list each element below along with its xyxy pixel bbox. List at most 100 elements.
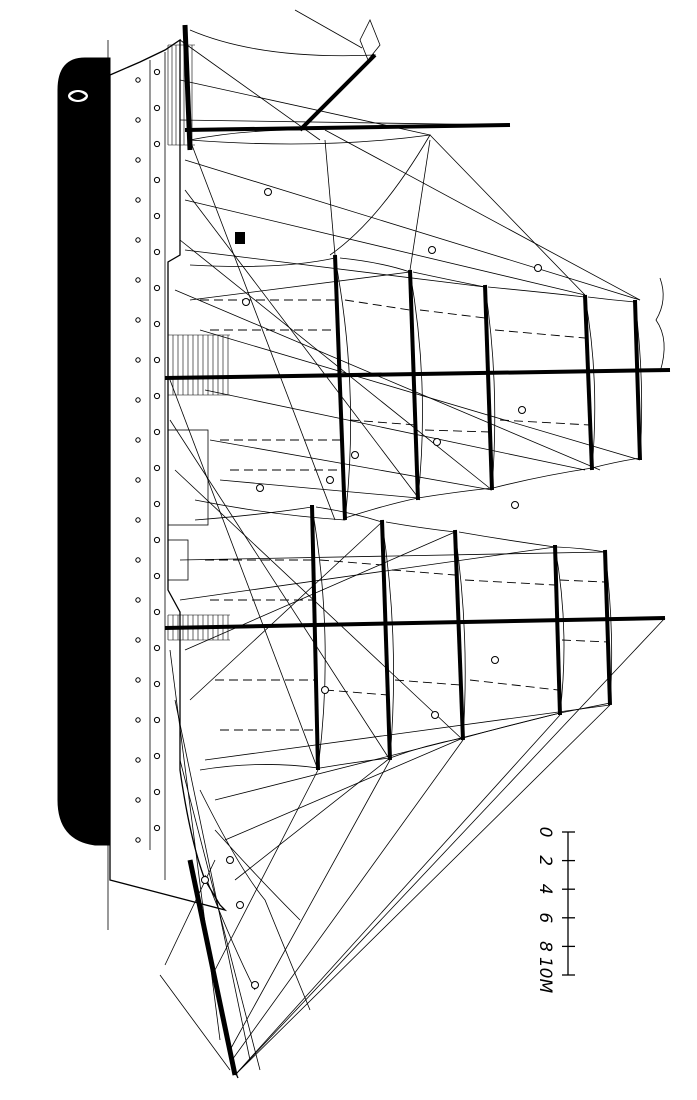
rigging-line	[231, 739, 464, 1061]
rigging-block	[431, 711, 439, 719]
rigging-block	[242, 298, 250, 306]
porthole-lower	[135, 157, 141, 163]
rigging-line	[189, 521, 383, 701]
spanker-flag	[359, 19, 381, 61]
rigging-line	[234, 757, 391, 881]
scale-label: 6	[535, 912, 555, 923]
rigging-line	[234, 704, 611, 1076]
main-topgallant	[412, 271, 496, 499]
rigging-line	[159, 974, 231, 1071]
rigging-line	[174, 289, 601, 471]
rigging-line	[204, 389, 586, 471]
reef-line	[561, 639, 609, 643]
fore-skysail-yard	[603, 549, 612, 706]
porthole-lower	[135, 357, 141, 363]
main-topsail	[339, 257, 423, 519]
rigging-line	[179, 551, 606, 561]
rigging-line	[224, 737, 464, 841]
fore-royal-yard	[553, 544, 562, 716]
porthole-lower	[135, 597, 141, 603]
porthole	[153, 104, 161, 112]
main-royal	[487, 286, 596, 489]
porthole-lower	[135, 317, 141, 323]
fore-topsail	[315, 506, 394, 769]
mizzen-mast-base	[182, 24, 193, 151]
fore-sail	[194, 506, 326, 771]
porthole	[153, 248, 161, 256]
reef-line	[559, 579, 606, 583]
porthole	[153, 716, 161, 724]
rigging-line	[409, 139, 431, 271]
rigging-line	[204, 704, 611, 761]
reef-line	[394, 679, 461, 686]
porthole-lower	[135, 77, 141, 83]
fore-skysail	[556, 546, 613, 714]
reef-line	[424, 429, 491, 433]
reef-line	[469, 679, 559, 691]
reef-line	[319, 559, 384, 566]
rigging-block	[251, 981, 259, 989]
porthole-lower	[135, 677, 141, 683]
figurehead-emblem-icon	[68, 90, 88, 102]
reef-line	[464, 579, 556, 586]
deck-house-fore	[167, 539, 189, 581]
main-mast	[164, 368, 671, 380]
rigging-block	[201, 876, 209, 884]
porthole	[153, 68, 161, 76]
porthole-lower	[135, 277, 141, 283]
rigging-line	[179, 39, 321, 141]
porthole-lower	[135, 757, 141, 763]
rigging-block	[534, 264, 542, 272]
rigging	[159, 39, 666, 1076]
scale-bar	[562, 831, 575, 976]
fore-topgallant-yard	[453, 529, 465, 741]
rigging-line	[219, 479, 419, 499]
porthole-lower	[135, 837, 141, 843]
scale-label: 10M	[535, 957, 555, 994]
main-sail	[189, 257, 352, 521]
rigging-line	[189, 139, 336, 521]
rigging-block	[518, 406, 526, 414]
deck-house-aft	[167, 429, 209, 526]
jib-sails	[199, 789, 311, 1011]
rigging-line	[179, 79, 431, 136]
porthole	[153, 788, 161, 796]
rigging-line	[179, 119, 511, 126]
jib-boom-end	[229, 1059, 239, 1079]
scale-label: 0	[535, 827, 555, 838]
portholes-row	[135, 68, 161, 843]
reef-line	[349, 419, 417, 426]
rigging-line	[169, 419, 391, 761]
porthole	[153, 320, 161, 328]
porthole	[153, 608, 161, 616]
porthole	[153, 212, 161, 220]
main-royal-yard	[583, 294, 594, 471]
reef-line	[344, 299, 411, 311]
fore-topsail-yard	[380, 519, 392, 761]
porthole-lower	[135, 717, 141, 723]
stern-flag-line	[294, 9, 363, 49]
porthole-lower	[135, 517, 141, 523]
porthole	[153, 176, 161, 184]
main-topsail-yard	[408, 269, 420, 501]
spanker-sail	[189, 29, 377, 141]
porthole	[153, 644, 161, 652]
porthole	[153, 752, 161, 760]
porthole	[153, 824, 161, 832]
rigging-line	[229, 759, 391, 1051]
reef-lines	[200, 299, 609, 731]
rigging-block	[321, 686, 329, 694]
rigging-line	[199, 329, 641, 461]
porthole	[153, 284, 161, 292]
porthole	[153, 392, 161, 400]
rigging-line	[184, 199, 586, 296]
porthole-lower	[135, 117, 141, 123]
rigging-line	[234, 714, 561, 1076]
fore-course-yard	[310, 504, 320, 771]
rigging-block	[264, 188, 272, 196]
reef-line	[499, 419, 591, 426]
reef-line	[419, 309, 486, 319]
rigging-line	[209, 439, 493, 491]
hull-underwater-body	[57, 57, 111, 846]
porthole	[153, 464, 161, 472]
